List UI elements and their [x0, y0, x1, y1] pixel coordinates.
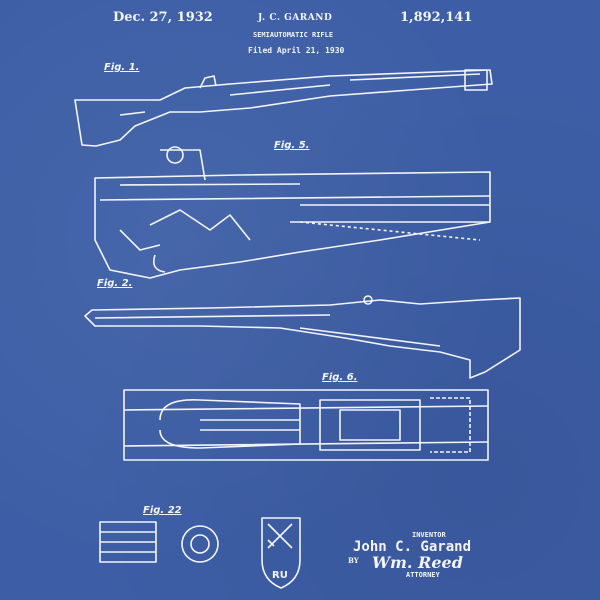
inventor-label: INVENTOR	[412, 531, 446, 539]
fig-5-receiver-drawing	[94, 146, 491, 279]
fig-22-clip-drawing	[99, 521, 219, 563]
fig-1-label: Fig. 1.	[104, 62, 140, 73]
filed-date: Filed April 21, 1930	[248, 46, 345, 55]
inventor-name: John C. Garand	[353, 539, 472, 555]
fig-2-label: Fig. 2.	[97, 278, 133, 289]
fig-6-section-drawing	[123, 389, 489, 461]
patent-date: Dec. 27, 1932	[113, 10, 213, 25]
patent-title: SEMIAUTOMATIC RIFLE	[253, 31, 334, 39]
fig-22-label: Fig. 22	[143, 505, 182, 516]
fig-6-label: Fig. 6.	[322, 372, 358, 383]
inventor-header: J. C. GARAND	[258, 13, 333, 23]
fig-1-rifle-drawing	[74, 69, 493, 147]
attorney-signature: Wm. Reed	[372, 553, 463, 572]
by-label: BY	[348, 556, 359, 565]
ru-emblem-shield: RU	[261, 517, 301, 589]
attorney-label: ATTORNEY	[406, 571, 440, 579]
emblem-text: RU	[272, 570, 288, 581]
fig-5-label: Fig. 5.	[274, 140, 310, 151]
patent-number: 1,892,141	[400, 10, 473, 25]
fig-2-rifle-drawing	[84, 295, 521, 379]
